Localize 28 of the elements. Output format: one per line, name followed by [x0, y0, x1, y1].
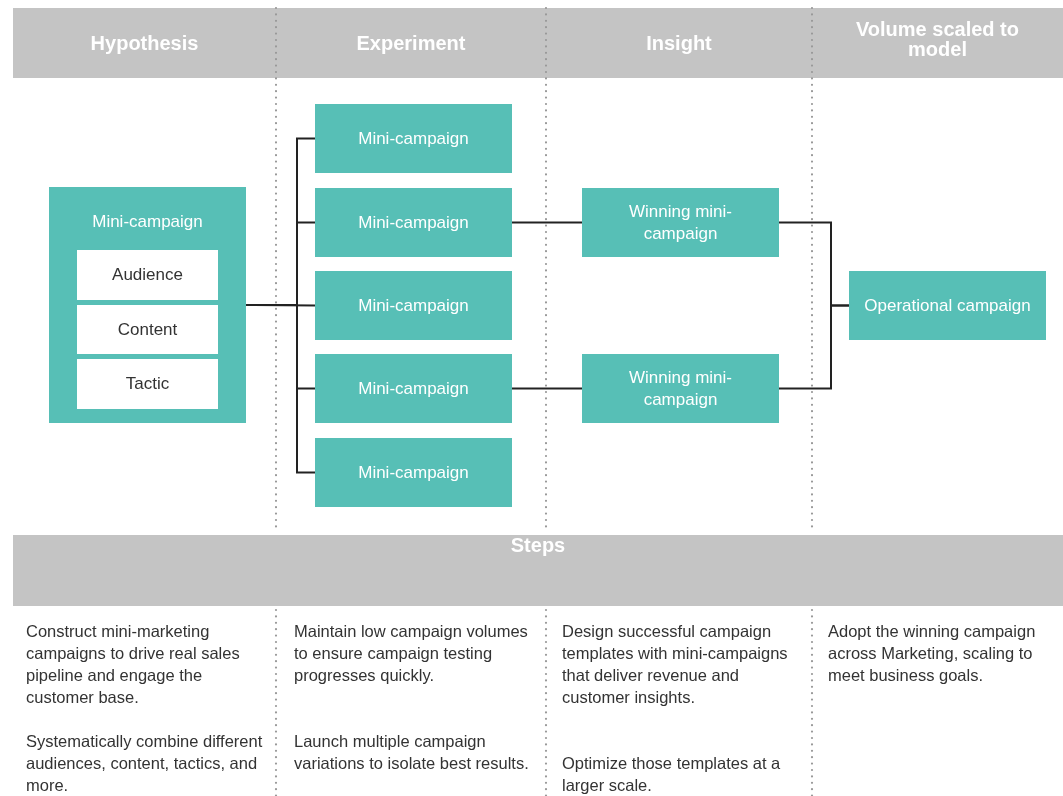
campaign-box: Mini-campaign [315, 438, 512, 507]
connector-line [511, 387, 583, 390]
campaign-box: Winning mini-campaign [582, 354, 779, 423]
campaign-box: Mini-campaign [315, 188, 512, 257]
component-box: Audience [77, 250, 218, 300]
campaign-box: Mini-campaign [315, 271, 512, 340]
step-description: Maintain low campaign volumes to ensure campaign testing progresses quickly. [294, 621, 529, 686]
component-box: Tactic [77, 359, 218, 409]
component-box: Content [77, 305, 218, 354]
column-heading: Insight [646, 33, 712, 53]
campaign-box: Mini-campaign Audience Content Tactic [49, 187, 246, 423]
step-description: Design successful campaign templates with mini-campaigns that deliver revenue and customer insights. [562, 621, 789, 708]
column-heading: Experiment [356, 33, 466, 53]
step-description: Optimize those templates at a larger scale. [562, 753, 782, 796]
campaign-box: Mini-campaign [315, 104, 512, 173]
column-heading: Hypothesis [90, 33, 199, 53]
step-description: Adopt the winning campaign across Marketing, scaling to meet business goals. [828, 621, 1037, 686]
campaign-box: Mini-campaign [315, 354, 512, 423]
column-heading: Volume scaled to model [855, 19, 1020, 59]
band-heading: Steps [510, 535, 566, 555]
campaign-box: Winning mini-campaign [582, 188, 779, 257]
step-description: Launch multiple campaign variations to isolate best results. [294, 731, 530, 774]
campaign-box: Operational campaign [849, 271, 1046, 340]
connector-line [245, 304, 316, 474]
connector-line [778, 304, 850, 390]
step-description: Systematically combine different audiences, content, tactics, and more. [26, 731, 264, 796]
connector-line [511, 221, 583, 224]
step-description: Construct mini-marketing campaigns to drive real sales pipeline and engage the customer base. [26, 621, 241, 708]
